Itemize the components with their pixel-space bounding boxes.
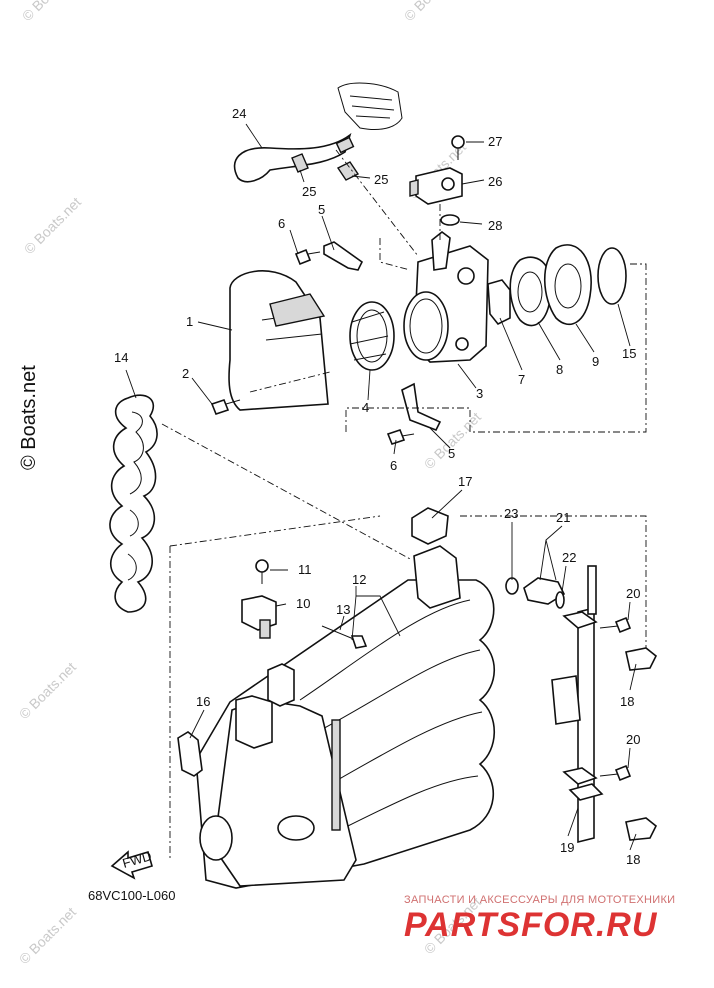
callout-9: 9: [592, 354, 599, 369]
callout-4: 4: [362, 400, 369, 415]
sensor-10: [241, 595, 277, 639]
engine-fragment: [337, 82, 403, 131]
callout-21: 21: [556, 510, 570, 525]
fwd-arrow: FWD: [110, 848, 153, 880]
callout-17: 17: [458, 474, 472, 489]
bolt-2: [210, 399, 241, 415]
bolt-13: [321, 625, 368, 649]
watermark: © Boats.net: [16, 659, 79, 722]
injector-21: [523, 577, 566, 605]
fuel-rail-19: [551, 565, 604, 844]
bracket-5-upper: [323, 241, 364, 271]
gasket-16: [177, 731, 203, 777]
callout-11: 11: [298, 562, 312, 577]
bolt-6-lower: [386, 429, 415, 445]
clamp-17: [411, 507, 449, 545]
throttle-body-3: [403, 230, 489, 363]
callout-20: 20: [626, 732, 640, 747]
callout-27: 27: [488, 134, 502, 149]
callout-2: 2: [182, 366, 189, 381]
callout-24: 24: [232, 106, 246, 121]
callout-8: 8: [556, 362, 563, 377]
watermark: © Boats.net: [21, 194, 84, 257]
seal-15: [597, 247, 627, 305]
clip-25-b: [336, 161, 360, 181]
callout-18: 18: [620, 694, 634, 709]
washer-23: [505, 577, 519, 595]
intake-manifold: [195, 545, 496, 889]
bolt-20-lower: [599, 764, 632, 782]
callout-10: 10: [296, 596, 310, 611]
callout-23: 23: [504, 506, 518, 521]
bracket-7: [487, 279, 511, 326]
shop-slogan: ЗАПЧАСТИ И АКСЕССУАРЫ ДЛЯ МОТОТЕХНИКИ: [404, 894, 676, 906]
cover-1: [228, 270, 329, 411]
drawing-code: 68VC100-L060: [88, 888, 176, 903]
callout-7: 7: [518, 372, 525, 387]
callout-16: 16: [196, 694, 210, 709]
assembly-line: [161, 423, 413, 561]
watermark: © Boats.net: [19, 0, 82, 24]
callout-13: 13: [336, 602, 350, 617]
callout-18: 18: [626, 852, 640, 867]
assembly-line: [345, 263, 647, 433]
bracket-5-lower: [401, 382, 442, 432]
gasket-8: [509, 256, 553, 327]
clip-18-lower: [625, 817, 658, 841]
o-ring-22: [555, 591, 565, 609]
screw-27: [451, 135, 465, 160]
callout-12: 12: [352, 572, 366, 587]
callout-6: 6: [278, 216, 285, 231]
callout-25: 25: [302, 184, 316, 199]
watermark: © Boats.net: [16, 904, 79, 967]
assembly-line: [379, 238, 411, 271]
callout-6: 6: [390, 458, 397, 473]
callout-3: 3: [476, 386, 483, 401]
bolt-6-upper: [294, 248, 321, 266]
plate-9: [543, 244, 592, 326]
assembly-line: [169, 515, 647, 858]
callout-22: 22: [562, 550, 576, 565]
callout-20: 20: [626, 586, 640, 601]
gasket-14: [109, 394, 158, 613]
callout-14: 14: [114, 350, 128, 365]
bolt-20-upper: [599, 616, 632, 634]
callout-1: 1: [186, 314, 193, 329]
bolt-11: [255, 559, 269, 584]
leader-lines: [125, 123, 637, 851]
clip-18-upper: [625, 647, 658, 671]
assembly-line: [249, 371, 331, 393]
callout-19: 19: [560, 840, 574, 855]
assembly-line: [335, 149, 419, 257]
side-copyright: © Boats.net: [18, 365, 40, 470]
clip-25-a: [291, 153, 309, 173]
callout-25: 25: [374, 172, 388, 187]
o-ring-28: [440, 214, 460, 226]
sensor-26: [409, 167, 463, 205]
callout-15: 15: [622, 346, 636, 361]
callouts: 24 27 25 25 26 28 6 5 1 2 4 3 7 8 9 15 6…: [114, 106, 640, 867]
callout-5: 5: [448, 446, 455, 461]
joint-4: [349, 301, 395, 371]
callout-26: 26: [488, 174, 502, 189]
shop-logo: PARTSFOR.RU: [404, 906, 658, 944]
watermark: © Boats.net: [401, 0, 464, 24]
callout-5: 5: [318, 202, 325, 217]
callout-28: 28: [488, 218, 502, 233]
